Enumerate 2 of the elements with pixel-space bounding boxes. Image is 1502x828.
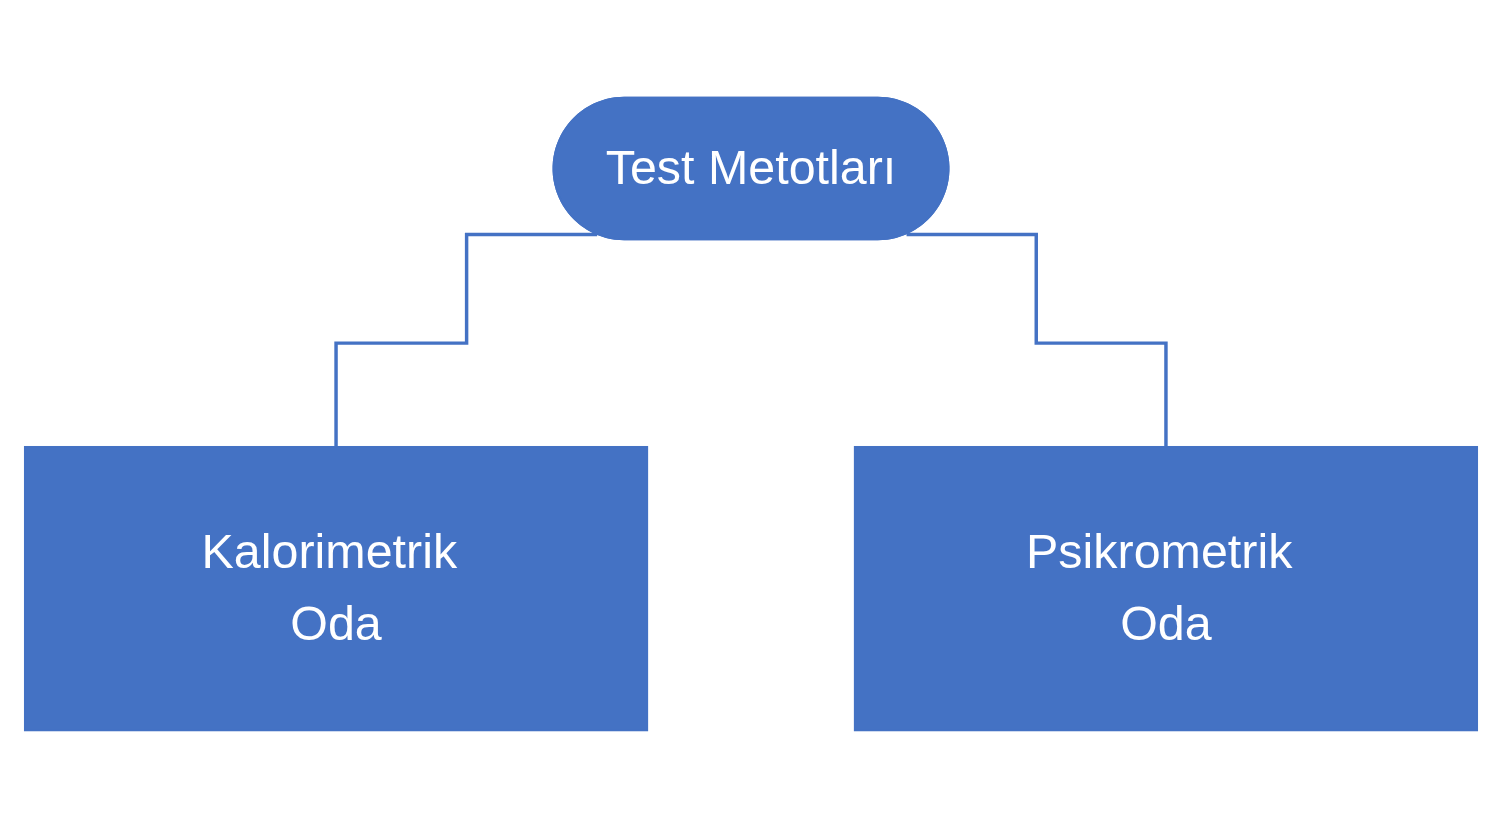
node-box: Psikrometrik Oda [853, 446, 1479, 732]
node-box: Kalorimetrik Oda [23, 446, 649, 732]
